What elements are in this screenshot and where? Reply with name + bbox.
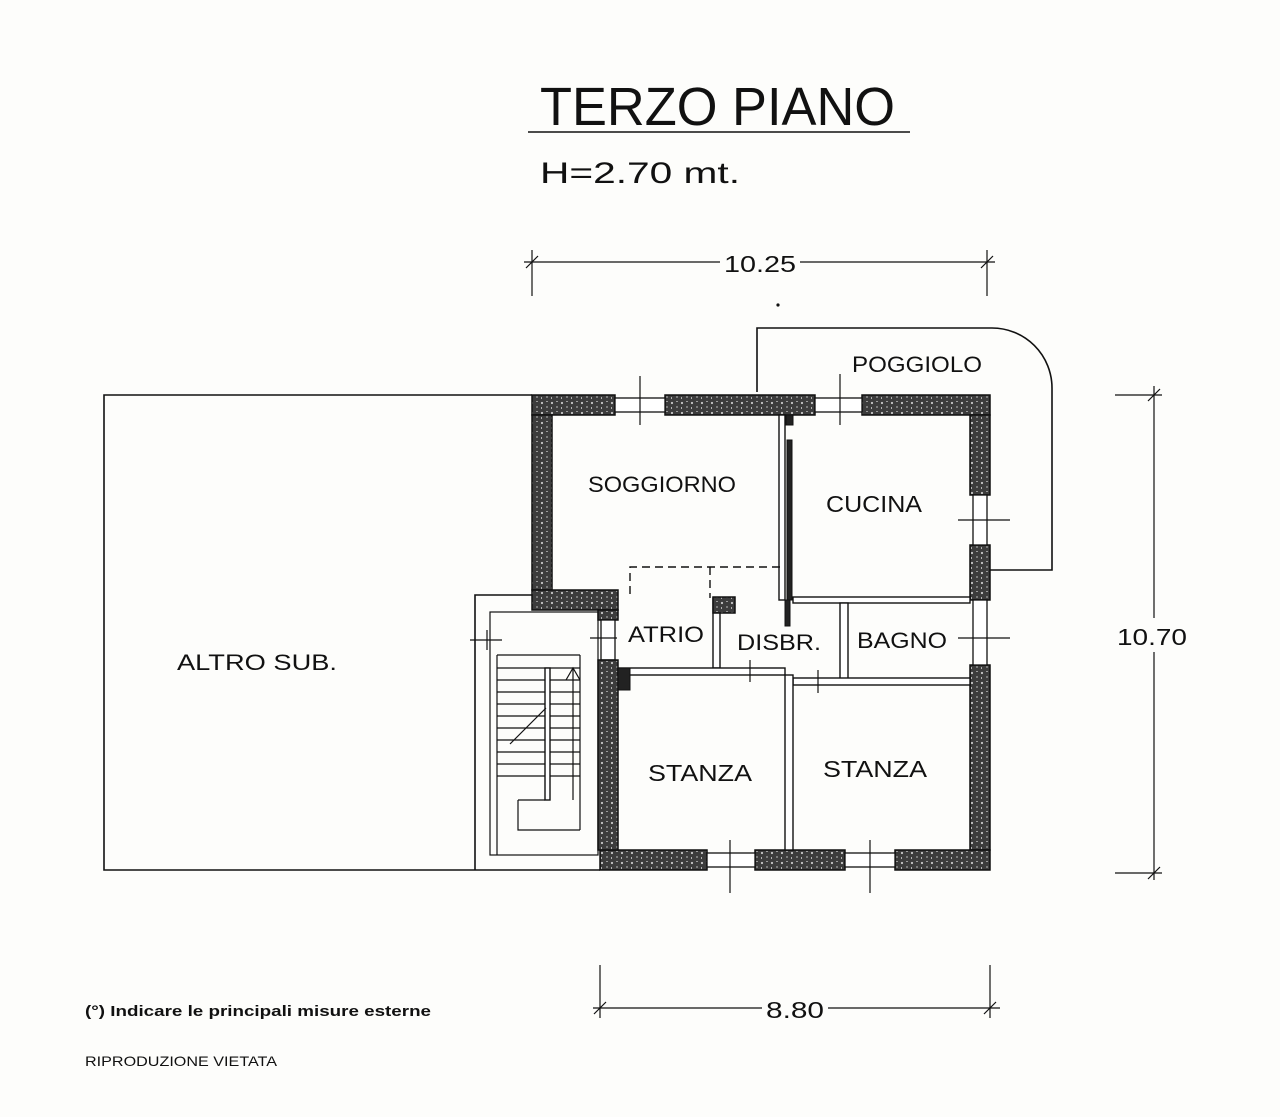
- page-title: TERZO PIANO: [540, 77, 895, 137]
- stair-arrow-head: [565, 666, 581, 681]
- open-boundary-living-entrance: [629, 566, 780, 598]
- room-label-living-room: SOGGIORNO: [588, 472, 736, 497]
- stair-center-divider: [544, 667, 551, 801]
- entrance-door: [600, 619, 616, 661]
- dimension-north: 10.25: [524, 250, 995, 296]
- stair-inner-frame: [489, 611, 599, 856]
- partition-kitchen-west: [786, 439, 793, 601]
- dimension-north-label: 10.25: [724, 251, 796, 277]
- window-bathroom: [972, 599, 988, 666]
- exterior-wall-south: [754, 849, 846, 871]
- exterior-wall-west: [597, 659, 619, 851]
- partition-stub: [784, 599, 791, 627]
- exterior-wall-north: [531, 394, 616, 416]
- room-label-bedroom-left: STANZA: [648, 760, 753, 786]
- adjacent-unit-outline: [103, 394, 600, 871]
- staircase: [470, 611, 599, 856]
- exterior-wall-west: [531, 414, 553, 591]
- dimension-slash: [525, 255, 539, 269]
- partition-hallway-bathroom: [839, 602, 849, 681]
- dimension-east: 10.70: [1115, 386, 1187, 880]
- exterior-wall-east: [969, 414, 991, 496]
- exterior-wall-south: [599, 849, 708, 871]
- room-label-balcony: POGGIOLO: [852, 352, 982, 377]
- window-kitchen-balcony: [814, 397, 863, 413]
- room-label-bedroom-right: STANZA: [823, 756, 928, 782]
- dimension-south: 8.80: [593, 965, 1000, 1023]
- dimension-east-label: 10.70: [1117, 624, 1187, 650]
- partition-stub: [617, 667, 631, 691]
- room-label-hallway: DISBR.: [737, 630, 821, 655]
- dimension-slash: [983, 1001, 997, 1015]
- partition-junction: [785, 414, 794, 426]
- exterior-wall-west: [597, 609, 619, 621]
- stair-break-line: [509, 707, 547, 745]
- window-bedroom-left: [706, 852, 756, 868]
- dimension-slash: [1147, 866, 1161, 880]
- reproduction-notice: RIPRODUZIONE VIETATA: [85, 1053, 278, 1069]
- exterior-wall-south: [894, 849, 991, 871]
- ceiling-height-label: H=2.70 mt.: [540, 157, 740, 190]
- balcony-outline: [756, 327, 1053, 571]
- partition-bathroom-bedroom: [792, 677, 971, 686]
- exterior-wall-north: [664, 394, 816, 416]
- exterior-wall-step: [531, 589, 619, 611]
- drawing-speck: [776, 303, 780, 307]
- dimension-south-label: 8.80: [766, 997, 824, 1023]
- exterior-wall-east: [969, 544, 991, 601]
- exterior-wall-east: [969, 664, 991, 851]
- dimension-slash: [980, 255, 994, 269]
- dimension-slash: [1147, 388, 1161, 402]
- room-label-adjacent-unit: ALTRO SUB.: [177, 650, 337, 675]
- partition-entrance-bedroom: [617, 667, 786, 676]
- measurement-note: (°) Indicare le principali misure estern…: [85, 1003, 431, 1020]
- room-label-bathroom: BAGNO: [857, 628, 947, 653]
- exterior-wall-north: [861, 394, 991, 416]
- partition-bedrooms: [784, 674, 794, 851]
- stair-enclosure-outline: [474, 594, 535, 870]
- room-label-kitchen: CUCINA: [826, 491, 923, 517]
- partition-living-kitchen: [778, 414, 786, 601]
- partition-kitchen-bathroom: [792, 596, 971, 604]
- dimension-slash: [593, 1001, 607, 1015]
- structural-pillar: [712, 596, 736, 614]
- stair-landing: [517, 800, 580, 831]
- room-label-entrance: ATRIO: [628, 622, 704, 647]
